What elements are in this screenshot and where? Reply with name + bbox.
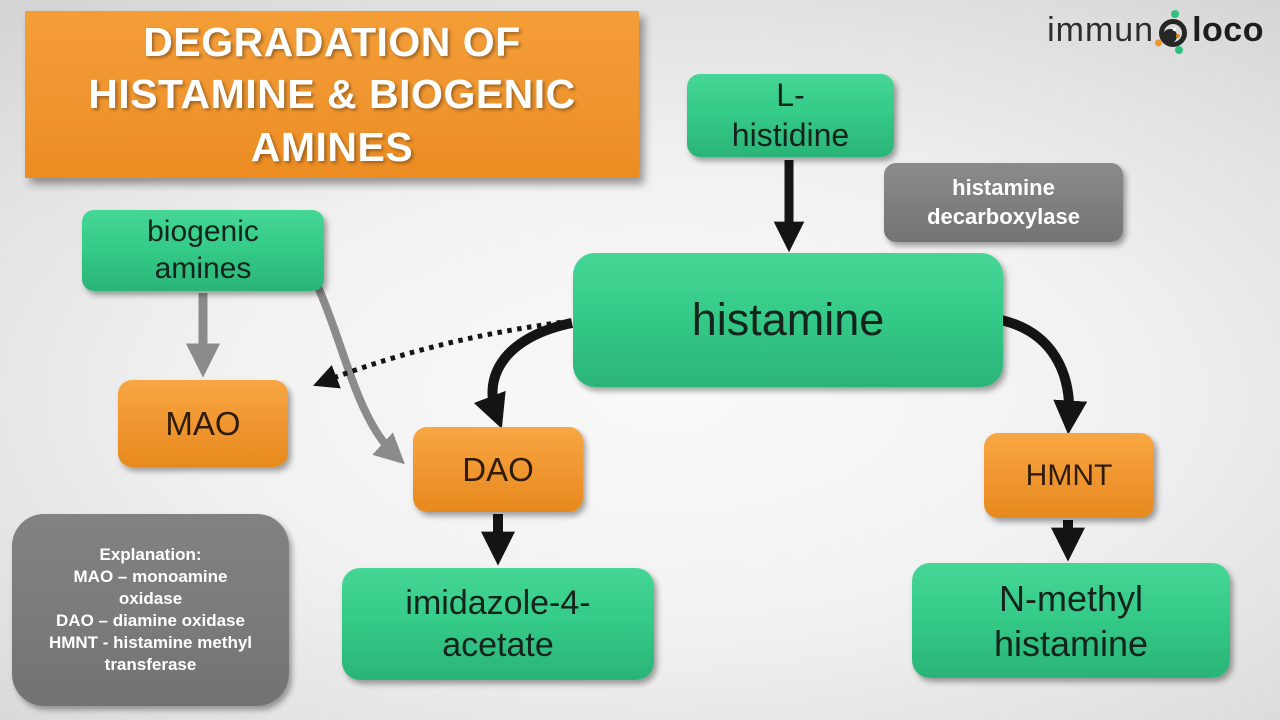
node-n-methyl-histamine: N-methyl histamine (912, 563, 1230, 678)
arrow-dotted-histamine-to-mao (313, 318, 572, 389)
node-imidazole-4-acetate: imidazole-4- acetate (342, 568, 654, 680)
node-label: histamine (993, 622, 1149, 664)
immunoloco-logo: immun loco (1047, 6, 1264, 54)
explanation-line: DAO – diamine oxidase (56, 611, 245, 630)
node-histamine-decarboxylase: histamine decarboxylase (884, 163, 1123, 242)
node-label: histamine (952, 174, 1055, 200)
node-label: biogenic (147, 214, 259, 248)
slide-title-line: HISTAMINE & BIOGENIC (88, 71, 576, 118)
arrow-biogenic-amines-to-dao (314, 285, 405, 465)
node-label: N-methyl (998, 577, 1144, 619)
node-dao: DAO (413, 427, 583, 512)
explanation-box: Explanation: MAO – monoamine oxidase DAO… (12, 514, 289, 706)
node-histamine: histamine (573, 253, 1003, 387)
slide-title-box: DEGRADATION OF HISTAMINE & BIOGENIC AMIN… (25, 11, 639, 178)
slide-title-line: AMINES (250, 123, 414, 170)
dotted-o-icon (1155, 10, 1188, 54)
node-hmnt: HMNT (984, 433, 1154, 518)
node-label: decarboxylase (927, 203, 1080, 229)
node-label: histamine (691, 294, 885, 345)
arrow-histamine-to-dao (473, 318, 573, 429)
node-label: L- (776, 77, 805, 114)
explanation-line: transferase (104, 655, 197, 675)
explanation-line: HMNT - histamine methyl (48, 633, 253, 653)
node-label: DAO (462, 450, 534, 488)
slide-title-line: DEGRADATION OF (143, 18, 521, 65)
arrow-histamine-to-hmnt (999, 315, 1088, 435)
explanation-line: MAO – monoamine (73, 566, 228, 586)
node-label: amines (154, 251, 252, 285)
explanation-line: Explanation: (99, 544, 202, 564)
logo-text-light: immun (1047, 10, 1155, 49)
node-label: histidine (731, 116, 850, 153)
node-l-histidine: L- histidine (687, 74, 894, 157)
node-label: acetate (442, 626, 554, 664)
node-mao: MAO (118, 380, 288, 467)
logo-text-bold: loco (1192, 10, 1264, 49)
node-label: imidazole-4- (405, 583, 591, 622)
node-label: MAO (165, 404, 241, 442)
node-label: HMNT (1025, 458, 1113, 492)
node-biogenic-amines: biogenic amines (82, 210, 324, 291)
explanation-line: oxidase (118, 588, 183, 608)
